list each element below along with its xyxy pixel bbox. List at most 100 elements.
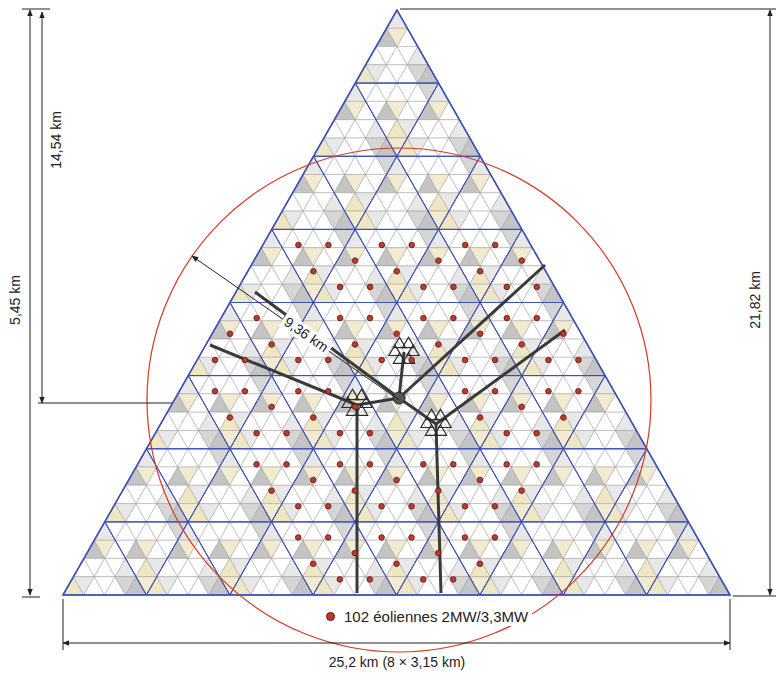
- pattern-cell: [636, 449, 657, 467]
- grid-cell: [105, 522, 188, 595]
- turbine-dot: [269, 404, 275, 410]
- turbine-dot: [325, 503, 331, 509]
- turbine-dot: [534, 430, 540, 436]
- pattern-cell: [616, 412, 637, 430]
- pattern-cell: [605, 394, 626, 412]
- turbine-dot: [352, 342, 358, 348]
- substation-symbol: [402, 337, 414, 348]
- dimension-label: 21,82 km: [747, 268, 764, 332]
- grid-cell: [605, 522, 688, 595]
- substation-symbol: [346, 405, 358, 416]
- turbine-dot: [254, 430, 260, 436]
- turbine-dot: [561, 331, 567, 337]
- pattern-cell: [626, 431, 647, 449]
- turbine-dot: [310, 561, 316, 567]
- pattern-cell: [428, 83, 449, 101]
- turbine-dot: [310, 477, 316, 483]
- turbine-dot: [295, 503, 301, 509]
- grid-cell: [439, 156, 522, 229]
- turbine-dot: [394, 269, 400, 275]
- turbine-dot: [227, 331, 233, 337]
- turbine-dot: [519, 258, 525, 264]
- turbine-dot: [477, 269, 483, 275]
- turbine-dot: [310, 415, 316, 421]
- turbine-dot: [379, 535, 385, 541]
- grid-cell: [522, 303, 605, 376]
- turbine-dot: [352, 404, 358, 410]
- turbine-dot: [254, 315, 260, 321]
- turbine-dot: [436, 258, 442, 264]
- turbine-dot: [212, 388, 218, 394]
- turbine-dot: [492, 357, 498, 363]
- pattern-cell: [584, 357, 605, 375]
- turbine-dot: [269, 488, 275, 494]
- turbine-dot: [477, 561, 483, 567]
- turbine-dot: [435, 550, 441, 556]
- dimension-label: 14,54 km: [48, 108, 65, 172]
- substation-symbol: [425, 425, 437, 436]
- triangle-grid: [63, 10, 730, 595]
- turbine-dot: [519, 488, 525, 494]
- cable: [356, 405, 359, 593]
- grid-cell: [355, 10, 438, 83]
- turbine-dot: [227, 415, 233, 421]
- turbine-dots: [212, 242, 581, 582]
- turbine-dot: [326, 357, 332, 363]
- turbine-dot: [352, 488, 358, 494]
- grid-cell: [188, 449, 271, 522]
- grid-cell: [355, 376, 438, 449]
- grid-cell: [563, 376, 646, 449]
- turbine-dot: [477, 331, 483, 337]
- turbine-dot: [409, 357, 415, 363]
- turbine-dot: [269, 342, 275, 348]
- grid-cell: [188, 376, 271, 449]
- cable-lines: [210, 265, 565, 593]
- grid-cell: [438, 449, 521, 522]
- legend-swatch: [326, 612, 335, 621]
- turbine-dot: [379, 503, 385, 509]
- turbine-dot: [409, 503, 415, 509]
- turbine-dot: [477, 477, 483, 483]
- turbine-dot: [394, 477, 400, 483]
- grid-cell: [480, 522, 563, 595]
- grid-cell: [480, 229, 563, 302]
- turbine-dot: [326, 242, 332, 248]
- turbine-dot: [337, 577, 343, 583]
- turbine-dot: [254, 462, 260, 468]
- grid-cell: [63, 522, 146, 595]
- grid-cell: [272, 449, 355, 522]
- grid-cell: [230, 522, 313, 595]
- substation-symbol: [389, 345, 401, 356]
- grid-cell: [355, 156, 438, 229]
- turbine-dot: [311, 269, 317, 275]
- grid-cell: [563, 522, 646, 595]
- pattern-cell: [668, 504, 689, 522]
- turbine-dot: [212, 357, 218, 363]
- grid-cell: [146, 522, 229, 595]
- turbine-dot: [519, 404, 525, 410]
- pattern-cell: [688, 540, 709, 558]
- turbine-dot: [436, 342, 442, 348]
- pattern-cell: [709, 577, 730, 595]
- grid-cell: [313, 449, 396, 522]
- pattern-cell: [491, 193, 512, 211]
- grid-cell: [188, 522, 271, 595]
- cable: [436, 424, 441, 593]
- pattern-cell: [439, 101, 460, 119]
- grid-cell: [522, 522, 605, 595]
- substation-symbol: [421, 417, 433, 428]
- turbine-dot: [337, 315, 343, 321]
- turbine-dot: [492, 535, 498, 541]
- turbine-dot: [420, 577, 426, 583]
- grid-cell: [438, 522, 521, 595]
- radius-circle: [147, 148, 651, 652]
- grid-cell: [230, 376, 313, 449]
- turbine-dot: [534, 462, 540, 468]
- turbine-dot: [477, 415, 483, 421]
- turbine-dot: [462, 357, 468, 363]
- legend-text: 102 éoliennes 2MW/3,3MW: [344, 608, 528, 625]
- grid-cell: [563, 449, 646, 522]
- turbine-dot: [337, 430, 343, 436]
- turbine-dot: [367, 284, 373, 290]
- substation-symbol: [355, 389, 367, 400]
